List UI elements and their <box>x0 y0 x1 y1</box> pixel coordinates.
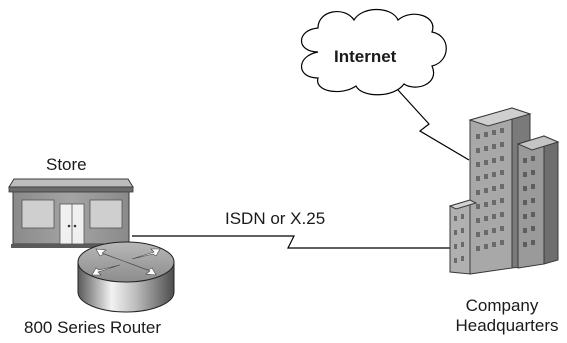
link-type-label: ISDN or X.25 <box>225 209 326 228</box>
internet-cloud <box>301 8 447 96</box>
headquarters-label-line1: Company <box>465 296 539 315</box>
router-icon <box>77 241 175 313</box>
office-building-icon <box>448 107 560 275</box>
storefront-icon <box>8 178 134 248</box>
isdn-link-line <box>132 235 458 249</box>
internet-label: Internet <box>334 47 397 66</box>
headquarters-label-line2: Headquarters <box>455 316 559 335</box>
internet-link-line <box>397 89 470 161</box>
router-label: 800 Series Router <box>24 318 162 337</box>
store-label: Store <box>46 155 87 174</box>
cloud-icon <box>301 8 447 96</box>
